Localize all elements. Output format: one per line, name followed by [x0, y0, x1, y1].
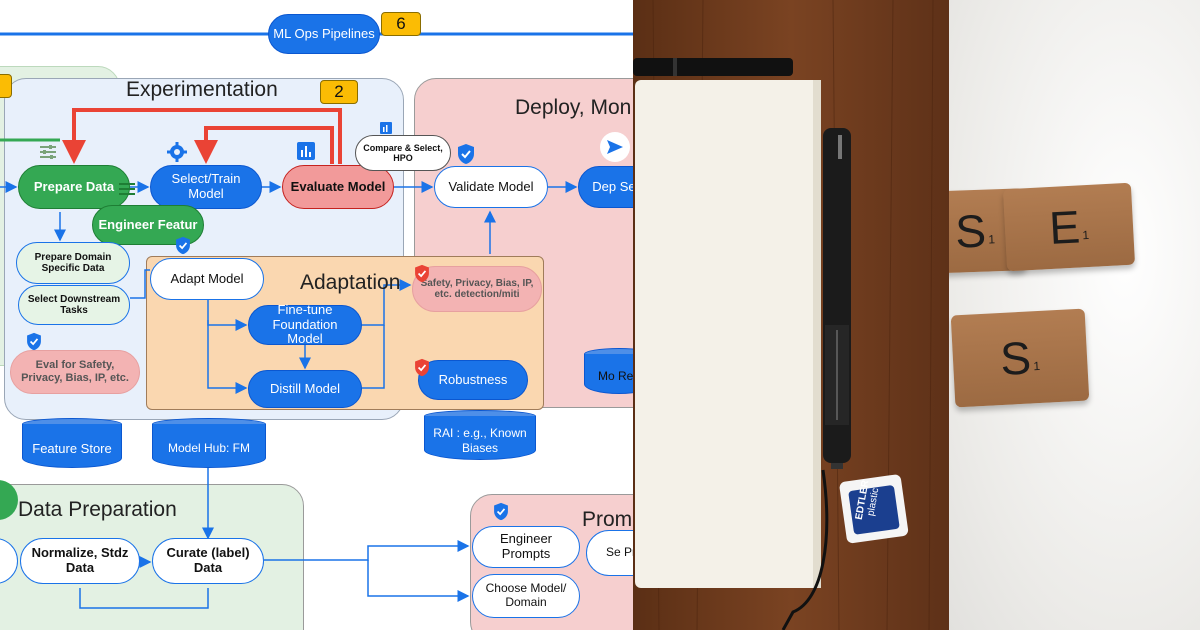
select-prompt-node[interactable]: Se Pr [586, 530, 633, 576]
mlops-pipelines-node[interactable]: ML Ops Pipelines [268, 14, 380, 54]
rai-store[interactable]: RAI : e.g., Known Biases [424, 410, 536, 460]
safety-detection-node[interactable]: Safety, Privacy, Bias, IP, etc. detectio… [412, 266, 542, 312]
flow-to-validate [362, 279, 412, 326]
feature-store-label: Feature Store [22, 424, 122, 468]
gear-icon [165, 140, 189, 164]
validate-model-node[interactable]: Validate Model [434, 166, 548, 208]
deploy-serve-node[interactable]: Dep Serve [578, 166, 633, 208]
flow-distill-up [362, 325, 385, 389]
shield-prompt-icon [490, 500, 512, 522]
small-chart-icon [378, 121, 394, 135]
desk-photo-panel: EDTLER plastic [633, 0, 949, 630]
tile-2: E 1 [1002, 182, 1136, 272]
left-badge [0, 74, 12, 98]
data-prep-circle [0, 480, 18, 520]
select-train-model-node[interactable]: Select/Train Model [150, 165, 262, 209]
tile-3-points: 1 [1033, 358, 1041, 374]
tile-2-letter: E [1047, 200, 1082, 254]
model-registry-store[interactable]: Mo Reg [584, 348, 633, 394]
flow-adapt-finetune [207, 298, 248, 331]
notebook [635, 80, 821, 588]
compare-select-node[interactable]: Compare & Select, HPO [355, 135, 451, 171]
finetune-node[interactable]: Fine-tune Foundation Model [248, 302, 362, 346]
tile-3-letter: S [998, 331, 1033, 385]
desk-scene [633, 0, 949, 630]
tile-2-points: 1 [1082, 227, 1090, 243]
red-feedback-evaluate-prepare [62, 108, 342, 164]
deploy-title: Deploy, Mon [515, 96, 632, 119]
flow-curate-choose [367, 560, 470, 602]
bar-chart-icon [295, 140, 317, 162]
model-hub-label: Model Hub: FM [152, 424, 266, 468]
feature-store[interactable]: Feature Store [22, 418, 122, 468]
evaluate-model-node[interactable]: Evaluate Model [282, 165, 394, 209]
rai-store-label: RAI : e.g., Known Biases [424, 416, 536, 460]
prepare-domain-data-node[interactable]: Prepare Domain Specific Data [16, 242, 130, 284]
shield-icon [454, 142, 478, 166]
select-downstream-node[interactable]: Select Downstream Tasks [18, 285, 130, 325]
sliders-icon [36, 141, 60, 163]
robustness-node[interactable]: Robustness [418, 360, 528, 400]
red-feedback-evaluate-select [194, 126, 334, 164]
sliders-feature-icon [114, 178, 140, 200]
shield-alert-icon [412, 262, 432, 284]
tile-1-letter: S [954, 204, 987, 258]
flow-loop-bottom [79, 588, 209, 609]
experimentation-badge: 2 [320, 80, 358, 104]
elastic-cord [781, 469, 829, 630]
experimentation-title: Experimentation [126, 78, 278, 101]
eraser [839, 474, 909, 544]
adaptation-title: Adaptation [300, 271, 401, 294]
data-preparation-title: Data Preparation [18, 498, 177, 521]
model-registry-label: Mo Reg [584, 354, 633, 394]
choose-model-node[interactable]: Choose Model/ Domain [472, 574, 580, 618]
adapt-model-node[interactable]: Adapt Model [150, 258, 264, 300]
tile-3: S 1 [950, 308, 1090, 408]
flow-select-adapt [130, 269, 150, 299]
distill-model-node[interactable]: Distill Model [248, 370, 362, 408]
prepare-data-node[interactable]: Prepare Data [18, 165, 130, 209]
normalize-node[interactable]: Normalize, Stdz Data [20, 538, 140, 584]
shield-adapt-icon [173, 234, 193, 256]
shield-robust-icon [412, 356, 432, 378]
mlops-badge: 6 [381, 12, 421, 36]
top-pen [633, 58, 793, 76]
tile-1-points: 1 [988, 232, 996, 247]
letter-tiles-panel: S 1 E 1 S 1 [949, 0, 1200, 630]
prompt-title: Prom [582, 508, 633, 531]
mlops-diagram-panel: Experimentation Deploy, Mon Adaptation D… [0, 12, 633, 630]
engineer-prompts-node[interactable]: Engineer Prompts [472, 526, 580, 568]
shield-eval-icon [24, 330, 44, 352]
model-hub-store[interactable]: Model Hub: FM [152, 418, 266, 468]
curate-node[interactable]: Curate (label) Data [152, 538, 264, 584]
send-icon [600, 132, 630, 162]
flow-curate-prompt [264, 540, 470, 561]
eval-safety-node[interactable]: Eval for Safety, Privacy, Bias, IP, etc. [10, 350, 140, 394]
flow-adapt-distill [207, 320, 248, 394]
